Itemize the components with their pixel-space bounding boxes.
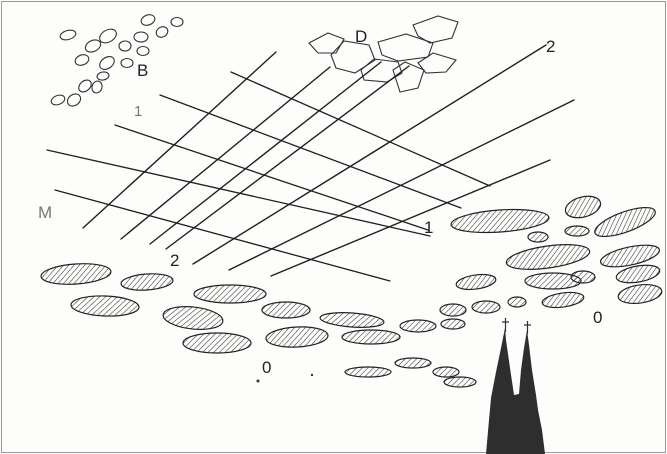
dot [311, 374, 313, 376]
label-zero-lower: 0 [262, 358, 271, 377]
hatched-blobs [40, 193, 663, 387]
grid-lines-falling [47, 72, 490, 281]
label-two-lower: 2 [170, 251, 179, 270]
cluster-d [309, 16, 458, 92]
label-one-lower: 1 [424, 218, 433, 237]
grid-lines-rising [83, 45, 574, 276]
label-b: B [137, 61, 148, 80]
cluster-b [50, 13, 183, 109]
cathedral-silhouette-icon [486, 318, 545, 454]
label-one-upper: 1 [134, 103, 142, 120]
label-m: M [38, 203, 52, 222]
label-d: D [355, 27, 367, 46]
label-zero-right: 0 [593, 308, 602, 327]
label-two-upper: 2 [546, 37, 555, 56]
dot [257, 380, 260, 383]
